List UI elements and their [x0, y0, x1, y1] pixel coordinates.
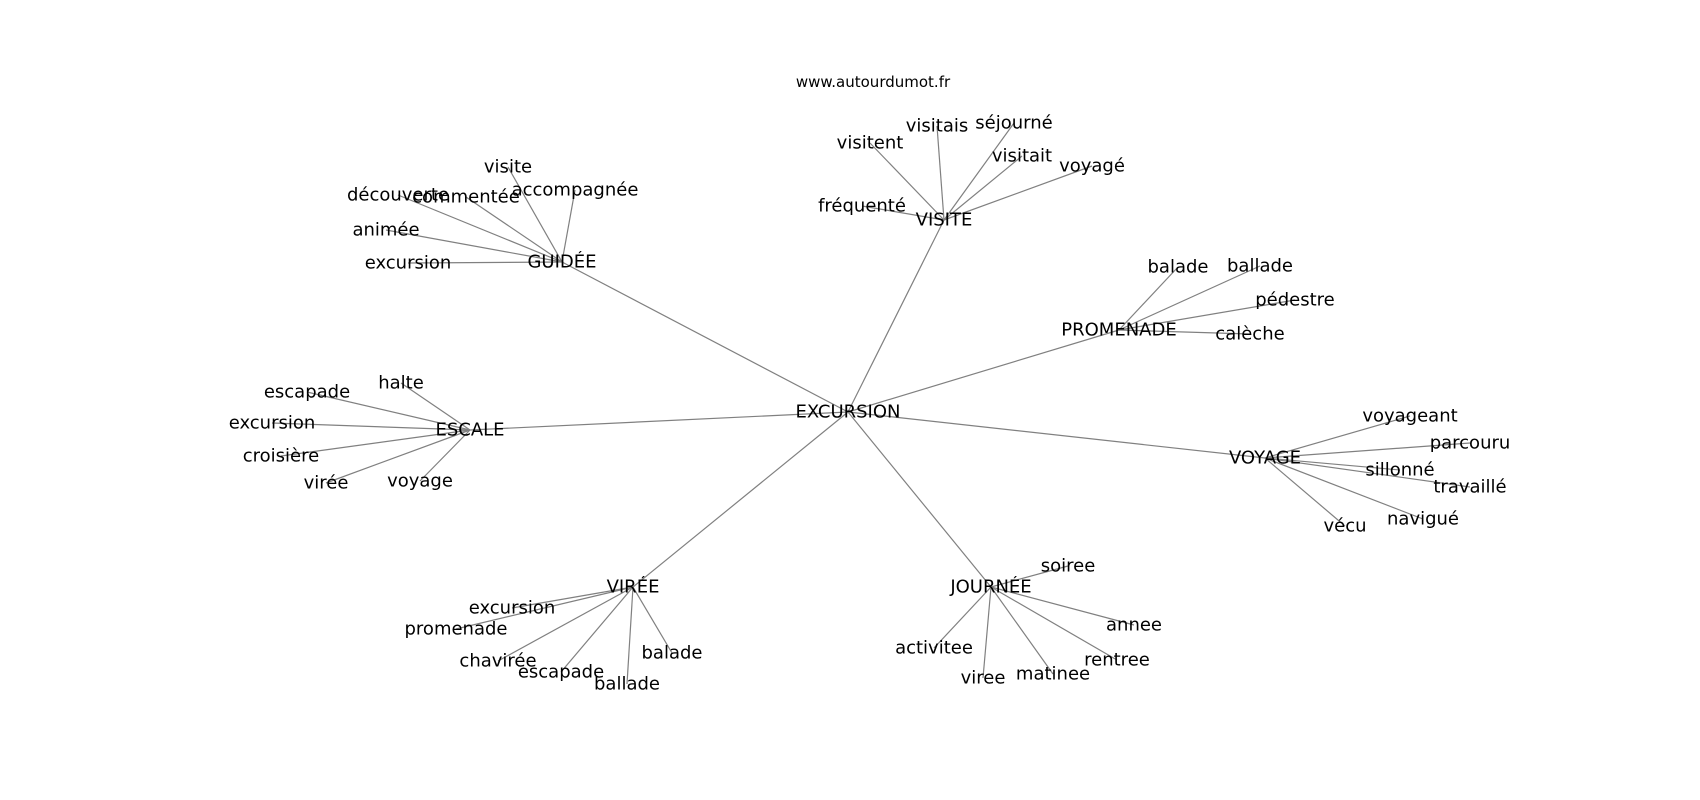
edge-hub-word: [280, 429, 471, 457]
word-node: voyageant: [1362, 406, 1457, 427]
hub-node: VISITE: [916, 210, 973, 231]
word-node: commentée: [412, 187, 520, 208]
edge-hub-word: [465, 196, 563, 263]
word-node: découverte: [347, 185, 449, 206]
edge-hub-word: [497, 586, 634, 662]
edges: [271, 122, 1471, 685]
word-node: excursion: [365, 253, 452, 274]
edge-hub-word: [397, 194, 563, 263]
word-node: visitais: [906, 116, 969, 137]
edge-hub-word: [511, 586, 634, 609]
word-node: voyagé: [1059, 156, 1125, 177]
word-node: escapade: [264, 382, 350, 403]
edge-hub-word: [869, 142, 945, 221]
word-node: matinee: [1016, 664, 1090, 685]
edge-hub-word: [990, 586, 1054, 675]
edge-hub-word: [943, 155, 1023, 221]
edge-hub-word: [561, 189, 576, 263]
hub-node: PROMENADE: [1061, 320, 1176, 341]
edge-hub-word: [1264, 415, 1411, 459]
word-node: excursion: [229, 413, 316, 434]
word-node: ballade: [1227, 256, 1293, 277]
edge-hub-word: [936, 125, 945, 221]
word-node: viree: [961, 668, 1006, 689]
edge-hub-word: [861, 205, 945, 221]
edge-hub-word: [1118, 266, 1179, 331]
word-node: accompagnée: [512, 180, 639, 201]
edge-hub-word: [419, 429, 471, 482]
word-node: chavirée: [459, 651, 536, 672]
edge-hub-word: [632, 586, 673, 654]
word-node: vécu: [1323, 516, 1366, 537]
hub-node: ESCALE: [435, 420, 504, 441]
hub-node: VOYAGE: [1229, 448, 1301, 469]
edge-hub-word: [325, 429, 471, 484]
word-node: excursion: [469, 598, 556, 619]
word-node: rentree: [1084, 650, 1150, 671]
word-node: halte: [378, 373, 424, 394]
word-node: ballade: [594, 674, 660, 695]
hub-node: JOURNÉE: [949, 576, 1031, 598]
word-node: visitent: [837, 133, 904, 154]
edge-center-hub: [561, 261, 849, 413]
word-node: escapade: [518, 662, 604, 683]
edge-hub-word: [990, 565, 1069, 588]
edge-hub-word: [1264, 442, 1471, 459]
word-node: balade: [642, 643, 703, 664]
edge-hub-word: [560, 586, 634, 673]
labels: www.autourdumot.fr EXCURSION visiteaccom…: [229, 73, 1511, 695]
word-node: soiree: [1041, 556, 1096, 577]
word-node: balade: [1148, 257, 1209, 278]
edge-hub-word: [507, 166, 563, 263]
edge-hub-word: [626, 586, 634, 685]
edge-hub-word: [1118, 329, 1251, 335]
word-node: voyage: [387, 471, 453, 492]
edge-hub-word: [990, 586, 1118, 661]
word-node: fréquenté: [818, 196, 906, 217]
word-node: visite: [484, 157, 532, 178]
word-node: sillonné: [1365, 460, 1434, 481]
word-node: visitait: [992, 146, 1052, 167]
edge-hub-word: [990, 586, 1135, 626]
word-node: croisière: [243, 446, 319, 467]
edge-hub-word: [455, 586, 634, 630]
word-node: annee: [1106, 615, 1162, 636]
edge-hub-word: [1264, 457, 1471, 488]
edge-center-hub: [847, 411, 992, 588]
edge-center-hub: [847, 411, 1266, 459]
source-label: www.autourdumot.fr: [796, 73, 951, 91]
word-node: navigué: [1387, 509, 1459, 530]
edge-hub-word: [1264, 457, 1346, 527]
word-node: parcouru: [1430, 433, 1511, 454]
edge-hub-word: [1118, 299, 1296, 331]
edge-hub-word: [1264, 457, 1424, 520]
edge-hub-word: [385, 229, 563, 263]
edge-hub-word: [943, 165, 1093, 221]
center-node: EXCURSION: [795, 402, 900, 423]
edge-hub-word: [943, 122, 1015, 221]
hub-node: VIRÉE: [607, 576, 660, 598]
edge-center-hub: [632, 411, 849, 588]
edge-hub-word: [271, 422, 471, 431]
word-node: travaillé: [1433, 477, 1506, 498]
word-node: séjourné: [975, 113, 1052, 134]
edge-hub-word: [306, 391, 471, 431]
edge-hub-word: [1118, 265, 1261, 331]
word-node: animée: [352, 220, 419, 241]
word-node: virée: [304, 473, 349, 494]
edge-center-hub: [469, 411, 849, 431]
edge-hub-word: [400, 382, 471, 431]
word-node: activitee: [895, 638, 973, 659]
word-node: calèche: [1215, 324, 1284, 345]
edge-hub-word: [933, 586, 992, 649]
word-node: promenade: [405, 619, 508, 640]
edge-center-hub: [847, 329, 1120, 413]
word-node: pédestre: [1255, 290, 1335, 311]
edge-center-hub: [847, 219, 945, 413]
edge-hub-word: [1264, 457, 1401, 471]
edge-hub-word: [982, 586, 992, 679]
hub-node: GUIDÉE: [527, 251, 596, 273]
edge-hub-word: [407, 261, 563, 264]
